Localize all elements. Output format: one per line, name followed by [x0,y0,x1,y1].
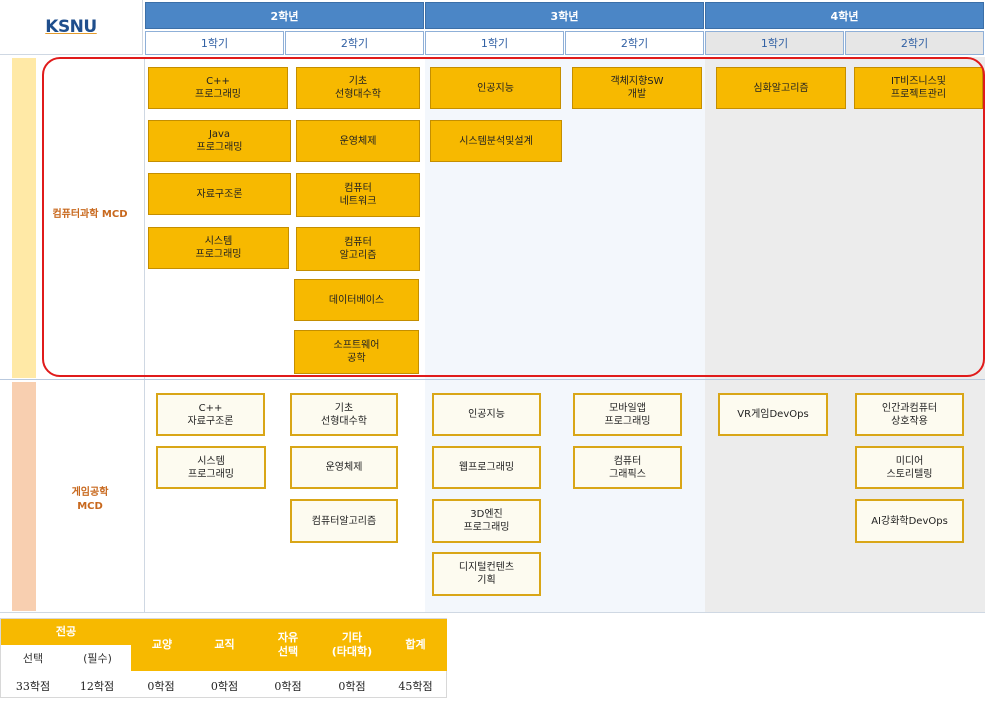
course-box[interactable]: 컴퓨터 네트워크 [296,173,420,217]
cs-track-stripe [12,58,36,378]
free-elective-header: 자유 선택 [256,619,320,671]
semester-header-y3s1: 1학기 [425,31,564,55]
course-box[interactable]: 미디어 스토리텔링 [855,446,964,489]
semester-header-y2s2: 2학기 [285,31,424,55]
other-header: 기타 (타대학) [320,619,384,671]
course-box[interactable]: 시스템분석및설계 [430,120,562,162]
other-credits: 0학점 [338,680,366,693]
general-header: 교양 [131,619,193,671]
elective-header: 선택 [2,645,64,671]
logo-text: KSNU [45,17,97,37]
course-box[interactable]: AI강화학DevOps [855,499,964,543]
course-box[interactable]: 모바일앱 프로그래밍 [573,393,682,436]
free-elective-credits: 0학점 [274,680,302,693]
course-box[interactable]: VR게임DevOps [718,393,828,436]
column-divider [144,57,145,612]
course-box[interactable]: 객체지향SW 개발 [572,67,702,109]
course-box[interactable]: C++ 자료구조론 [156,393,265,436]
course-box[interactable]: 인간과컴퓨터 상호작용 [855,393,964,436]
bottom-divider [0,612,985,613]
total-credits: 45학점 [398,680,433,693]
cs-track-highlight-frame [42,57,985,377]
course-box[interactable]: IT비즈니스및 프로젝트관리 [854,67,983,109]
row-divider [0,379,985,380]
course-box[interactable]: 소프트웨어 공학 [294,330,419,374]
teaching-credits: 0학점 [210,680,239,693]
year-header-3: 3학년 [425,2,704,29]
game-track-stripe [12,382,36,611]
semester-header-y2s1: 1학기 [145,31,284,55]
course-box[interactable]: 디지털컨텐츠 기획 [432,552,541,596]
course-box[interactable]: 시스템 프로그래밍 [148,227,289,269]
course-box[interactable]: 데이터베이스 [294,279,419,321]
course-box[interactable]: 심화알고리즘 [716,67,846,109]
general-credits: 0학점 [147,680,175,693]
teaching-header: 교직 [193,619,256,671]
course-box[interactable]: 기초 선형대수학 [290,393,398,436]
elective-credits: 33학점 [15,680,51,693]
track-label-cs: 컴퓨터과학 MCD [52,209,128,220]
course-box[interactable]: 인공지능 [430,67,561,109]
course-box[interactable]: 시스템 프로그래밍 [156,446,266,489]
course-box[interactable]: 컴퓨터 알고리즘 [296,227,420,271]
course-box[interactable]: 3D엔진 프로그래밍 [432,499,541,543]
required-credits: 12학점 [79,680,115,693]
track-label-game: 게임공학 MCD [71,487,109,512]
semester-header-y4s2: 2학기 [845,31,984,55]
course-box[interactable]: 컴퓨터알고리즘 [290,499,398,543]
course-box[interactable]: 기초 선형대수학 [296,67,420,109]
credit-summary-table: 전공 선택 (필수) 교양 교직 자유 선택 기타 (타대학) 합계 33학점 … [0,618,447,698]
course-box[interactable]: 웹프로그래밍 [432,446,541,489]
course-box[interactable]: 컴퓨터 그래픽스 [573,446,682,489]
year-header-4: 4학년 [705,2,984,29]
course-box[interactable]: 자료구조론 [148,173,291,215]
semester-header-y4s1: 1학기 [705,31,844,55]
course-box[interactable]: 운영체제 [296,120,420,162]
course-box[interactable]: Java 프로그래밍 [148,120,291,162]
required-header: (필수) [66,645,129,671]
course-box[interactable]: 운영체제 [290,446,398,489]
course-box[interactable]: C++ 프로그래밍 [148,67,288,109]
course-box[interactable]: 인공지능 [432,393,541,436]
ksnu-logo: KSNU [0,0,143,55]
total-header: 합계 [384,619,447,671]
semester-header-y3s2: 2학기 [565,31,704,55]
major-header: 전공 [1,619,131,645]
year-header-2: 2학년 [145,2,424,29]
